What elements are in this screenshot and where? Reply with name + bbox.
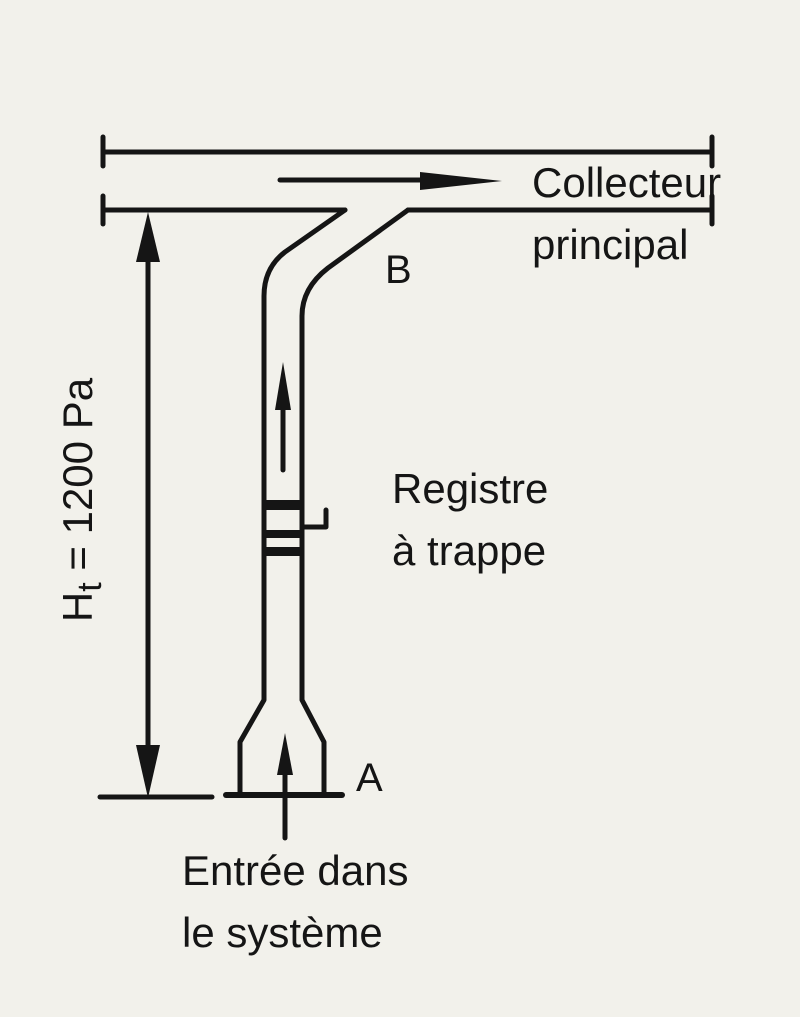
height-label-subscript: t bbox=[71, 582, 110, 592]
branch-duct-right-wall bbox=[299, 207, 411, 796]
inlet-flow-arrowhead bbox=[277, 733, 293, 775]
damper-upper-band bbox=[264, 500, 302, 510]
collector-label-line2: principal bbox=[532, 221, 689, 268]
height-arrow-top bbox=[136, 212, 160, 262]
inlet-label-line1: Entrée dans bbox=[182, 847, 409, 894]
damper-middle-band bbox=[264, 530, 302, 538]
height-label-symbol: H bbox=[53, 591, 101, 623]
point-a-label: A bbox=[356, 756, 383, 800]
height-label: Ht = 1200 Pa bbox=[54, 378, 110, 622]
damper-label-line2: à trappe bbox=[392, 527, 547, 574]
branch-flow-arrowhead bbox=[275, 362, 291, 410]
height-label-value: = 1200 Pa bbox=[53, 377, 101, 583]
damper-lower-band bbox=[264, 547, 302, 556]
damper-label-line1: Registre bbox=[392, 465, 549, 512]
collector-label-line1: Collecteur bbox=[532, 159, 722, 206]
height-arrow-bottom bbox=[136, 745, 160, 798]
collector-flow-arrowhead bbox=[420, 172, 502, 190]
damper-handle bbox=[299, 507, 329, 530]
inlet-label-line2: le système bbox=[182, 909, 383, 956]
branch-duct-left-wall bbox=[237, 207, 348, 796]
point-b-label: B bbox=[385, 248, 412, 292]
